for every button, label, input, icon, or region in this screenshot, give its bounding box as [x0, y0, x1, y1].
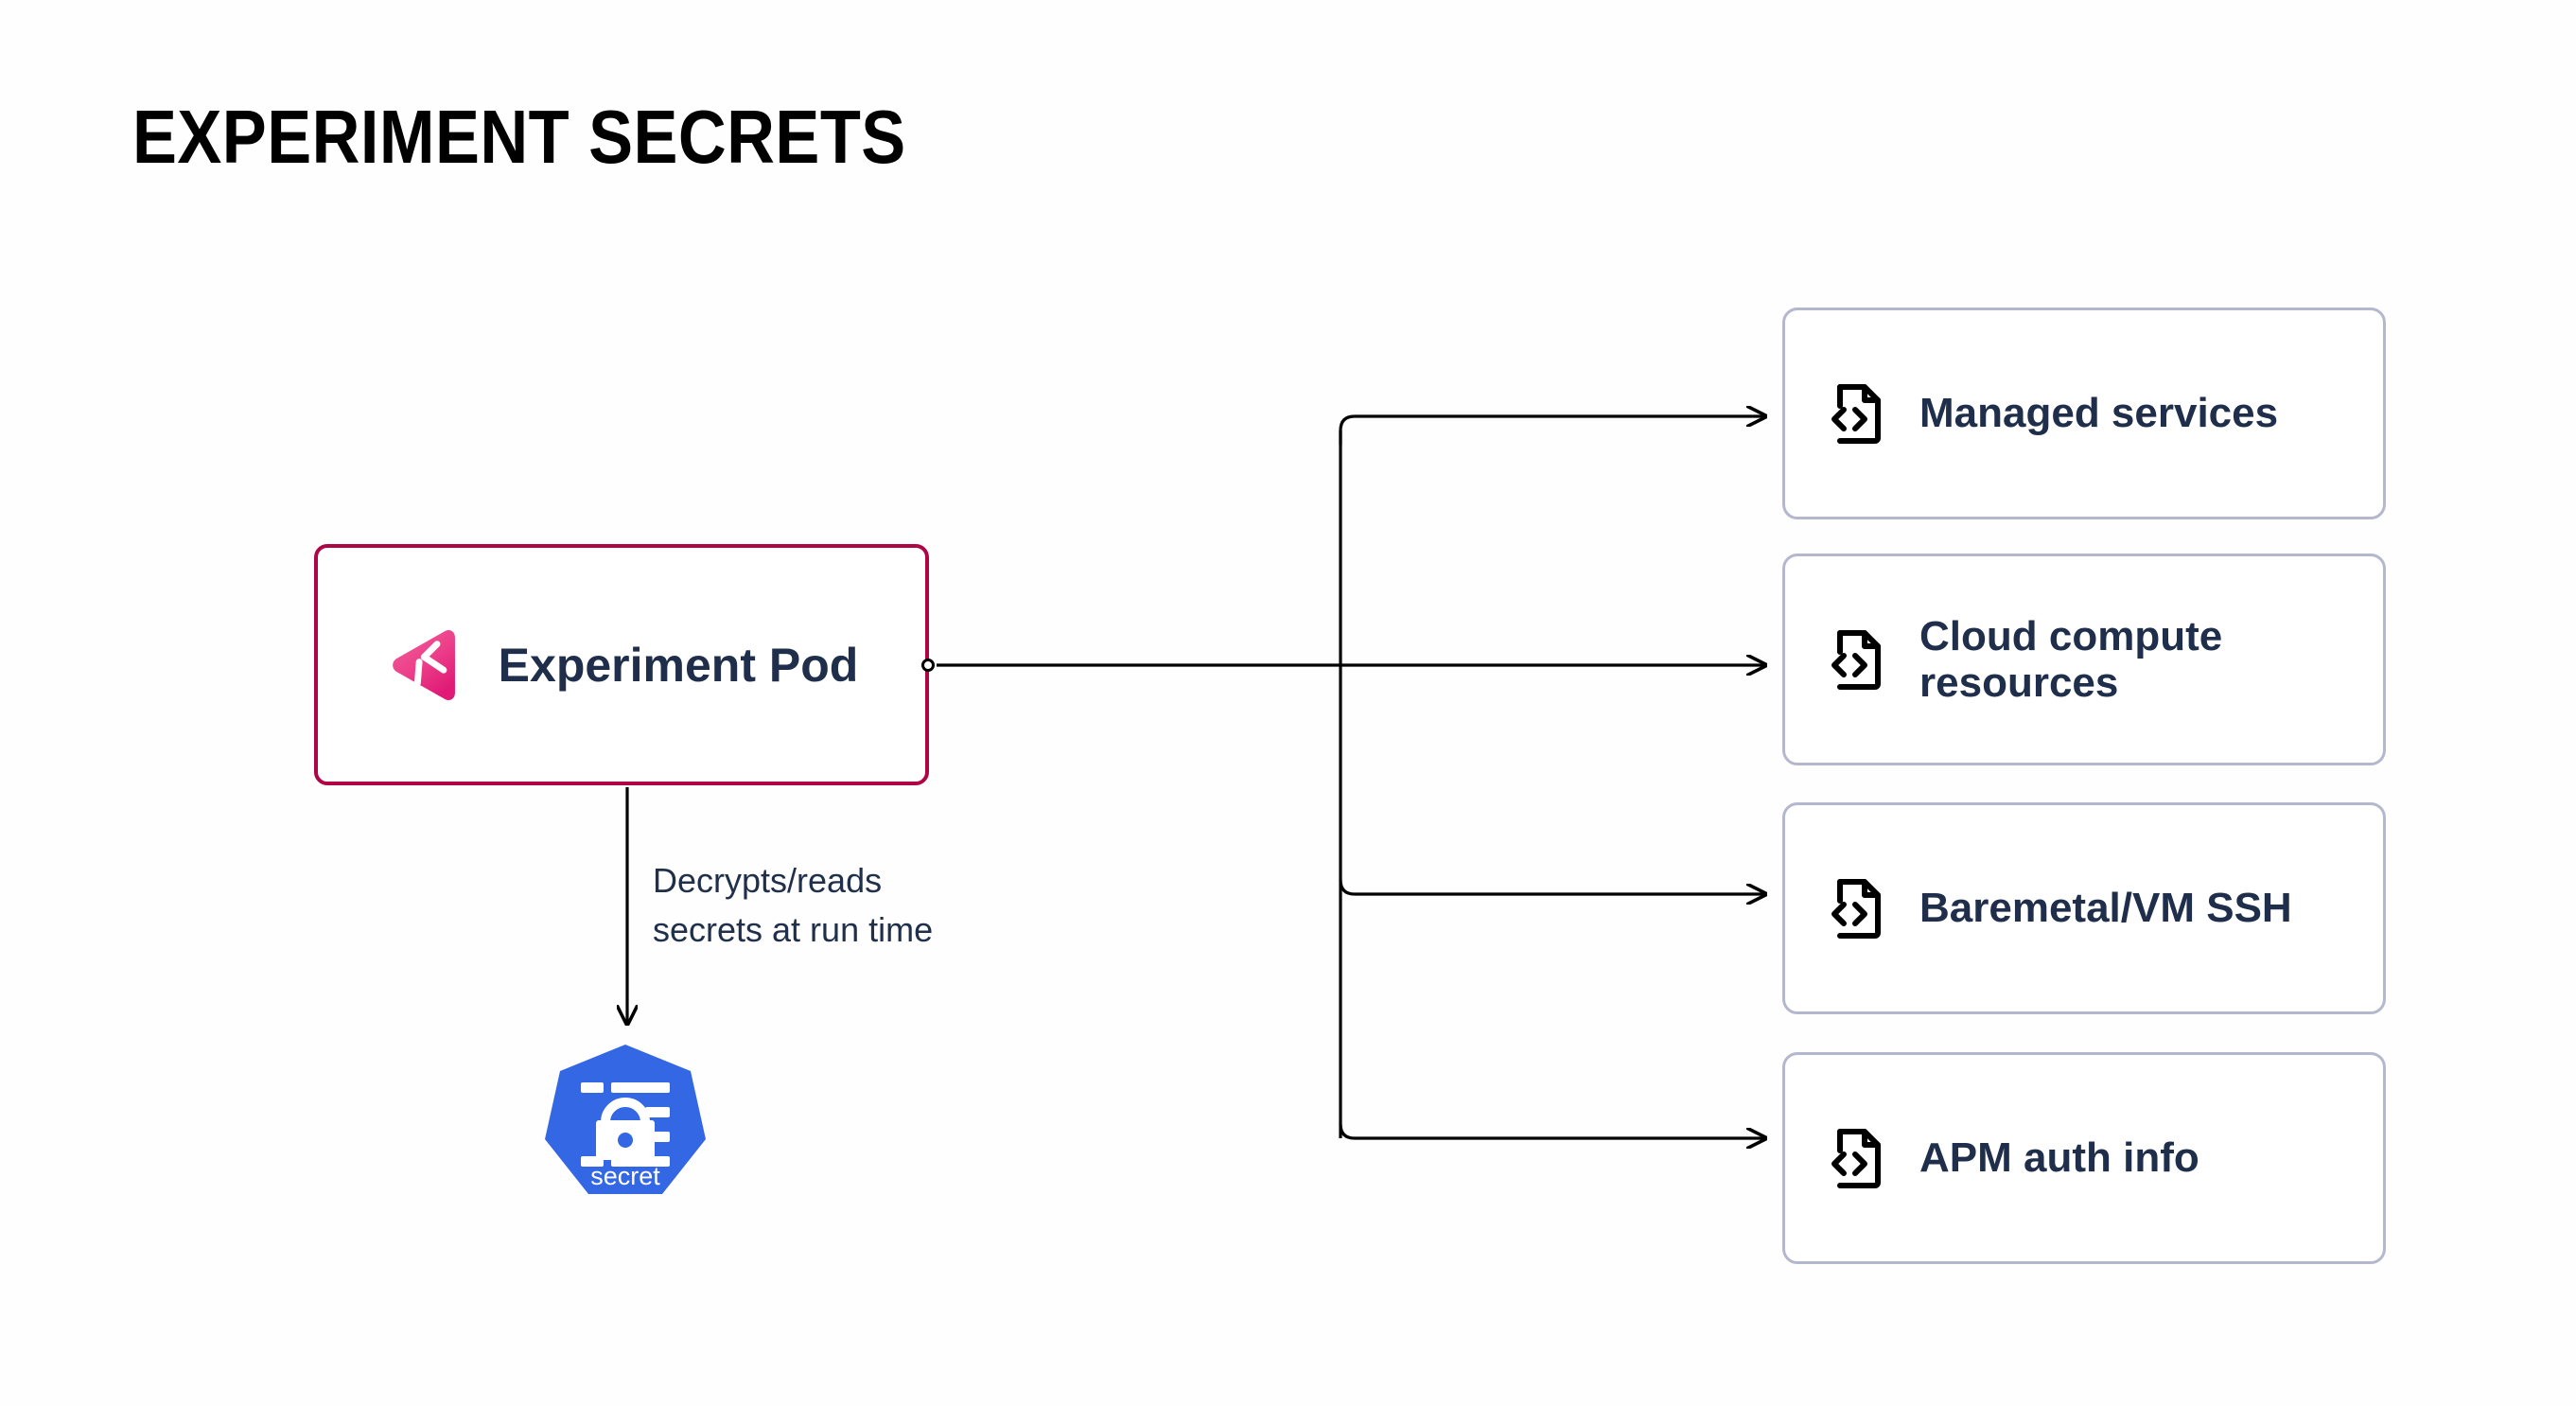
secret-node-label: secret: [590, 1162, 660, 1190]
experiment-pod-node[interactable]: Experiment Pod: [314, 544, 929, 785]
target-card-label: Baremetal/VM SSH: [1919, 885, 2292, 932]
experiment-pod-label: Experiment Pod: [498, 638, 859, 692]
edge-trunk-to-managed-services: [1339, 416, 1765, 445]
file-code-icon: [1831, 879, 1881, 939]
target-card-managed-services[interactable]: Managed services: [1782, 308, 2386, 519]
target-card-label: APM auth info: [1919, 1134, 2199, 1182]
edge-trunk-to-apm-auth: [1339, 1123, 1765, 1138]
edge-trunk-to-baremetal-ssh: [1339, 879, 1765, 894]
target-card-apm-auth-info[interactable]: APM auth info: [1782, 1052, 2386, 1264]
target-card-label: Managed services: [1919, 390, 2279, 437]
file-code-icon: [1831, 630, 1881, 690]
pod-connector-port: [921, 659, 935, 672]
edge-label-decrypts-reads: Decrypts/reads secrets at run time: [653, 861, 934, 950]
target-card-cloud-compute-resources[interactable]: Cloud compute resources: [1782, 554, 2386, 765]
gremlin-logo-icon: [392, 629, 455, 700]
page-title: EXPERIMENT SECRETS: [132, 95, 906, 179]
file-code-icon: [1831, 1129, 1881, 1188]
kubernetes-secret-node[interactable]: secret: [539, 1041, 711, 1230]
target-card-baremetal-vm-ssh[interactable]: Baremetal/VM SSH: [1782, 802, 2386, 1014]
kubernetes-secret-lock-icon: secret: [545, 1045, 706, 1194]
file-code-icon: [1831, 384, 1881, 444]
target-card-label: Cloud compute resources: [1919, 612, 2223, 706]
